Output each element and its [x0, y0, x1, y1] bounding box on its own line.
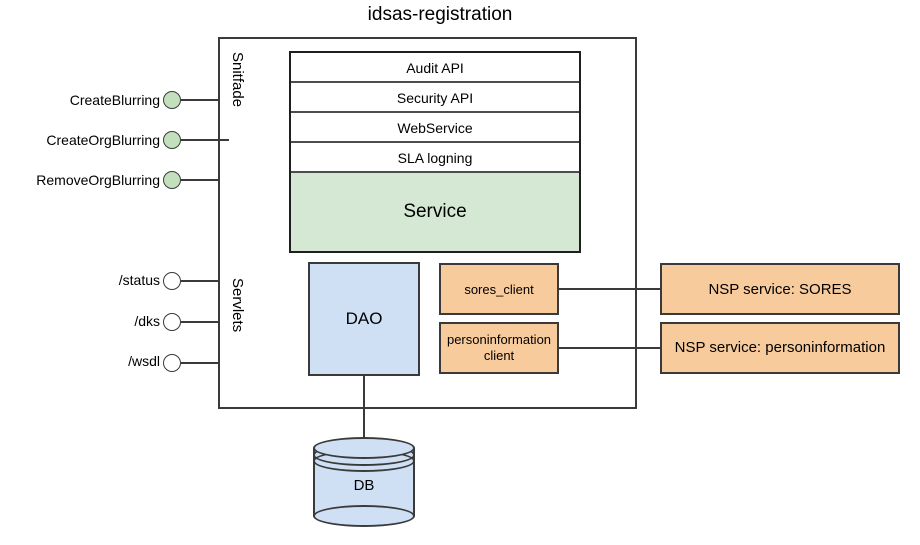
port-label-create-org-blurring: CreateOrgBlurring: [46, 132, 160, 148]
database-bottom-ellipse: [313, 505, 415, 527]
connector-create-blurring: [181, 99, 220, 101]
connector-wsdl: [181, 362, 220, 364]
nsp-service-personinformation-node[interactable]: NSP service: personinformation: [660, 322, 900, 374]
database-node[interactable]: DB: [313, 437, 415, 527]
connector-status: [181, 280, 220, 282]
port-dks[interactable]: [163, 313, 181, 331]
port-label-wsdl: /wsdl: [128, 353, 160, 369]
port-remove-org-blurring[interactable]: [163, 171, 181, 189]
api-row-webservice: WebService: [291, 113, 579, 143]
application-container: [218, 37, 637, 409]
port-status[interactable]: [163, 272, 181, 290]
connector-sores-client-to-nsp-sores: [559, 288, 660, 290]
api-row-audit: Audit API: [291, 53, 579, 83]
connector-dks: [181, 321, 220, 323]
port-create-blurring[interactable]: [163, 91, 181, 109]
api-row-sla-logning: SLA logning: [291, 143, 579, 173]
port-label-create-blurring: CreateBlurring: [69, 92, 160, 108]
personinformation-client-node[interactable]: personinformation client: [439, 322, 559, 374]
sores-client-node[interactable]: sores_client: [439, 263, 559, 315]
api-layer-stack: Audit API Security API WebService SLA lo…: [289, 51, 581, 253]
nsp-service-sores-node[interactable]: NSP service: SORES: [660, 263, 900, 315]
connector-remove-org-blurring: [181, 179, 220, 181]
port-label-status: /status: [118, 272, 160, 288]
api-row-security: Security API: [291, 83, 579, 113]
connector-create-org-blurring: [181, 139, 229, 141]
port-label-remove-org-blurring: RemoveOrgBlurring: [36, 172, 160, 188]
connector-dao-to-database: [363, 375, 365, 441]
section-label-interface: Snitfade: [229, 52, 246, 108]
page-title: idsas-registration: [367, 4, 513, 25]
database-top-ellipse: [313, 437, 415, 459]
section-label-servlets: Servlets: [229, 278, 246, 333]
service-box: Service: [291, 173, 579, 251]
dao-node[interactable]: DAO: [308, 262, 420, 376]
connector-personinformation-client-to-nsp: [559, 347, 660, 349]
port-wsdl: [163, 354, 181, 372]
database-label: DB: [353, 477, 375, 494]
port-create-org-blurring[interactable]: [163, 131, 181, 149]
port-label-dks: /dks: [134, 313, 160, 329]
